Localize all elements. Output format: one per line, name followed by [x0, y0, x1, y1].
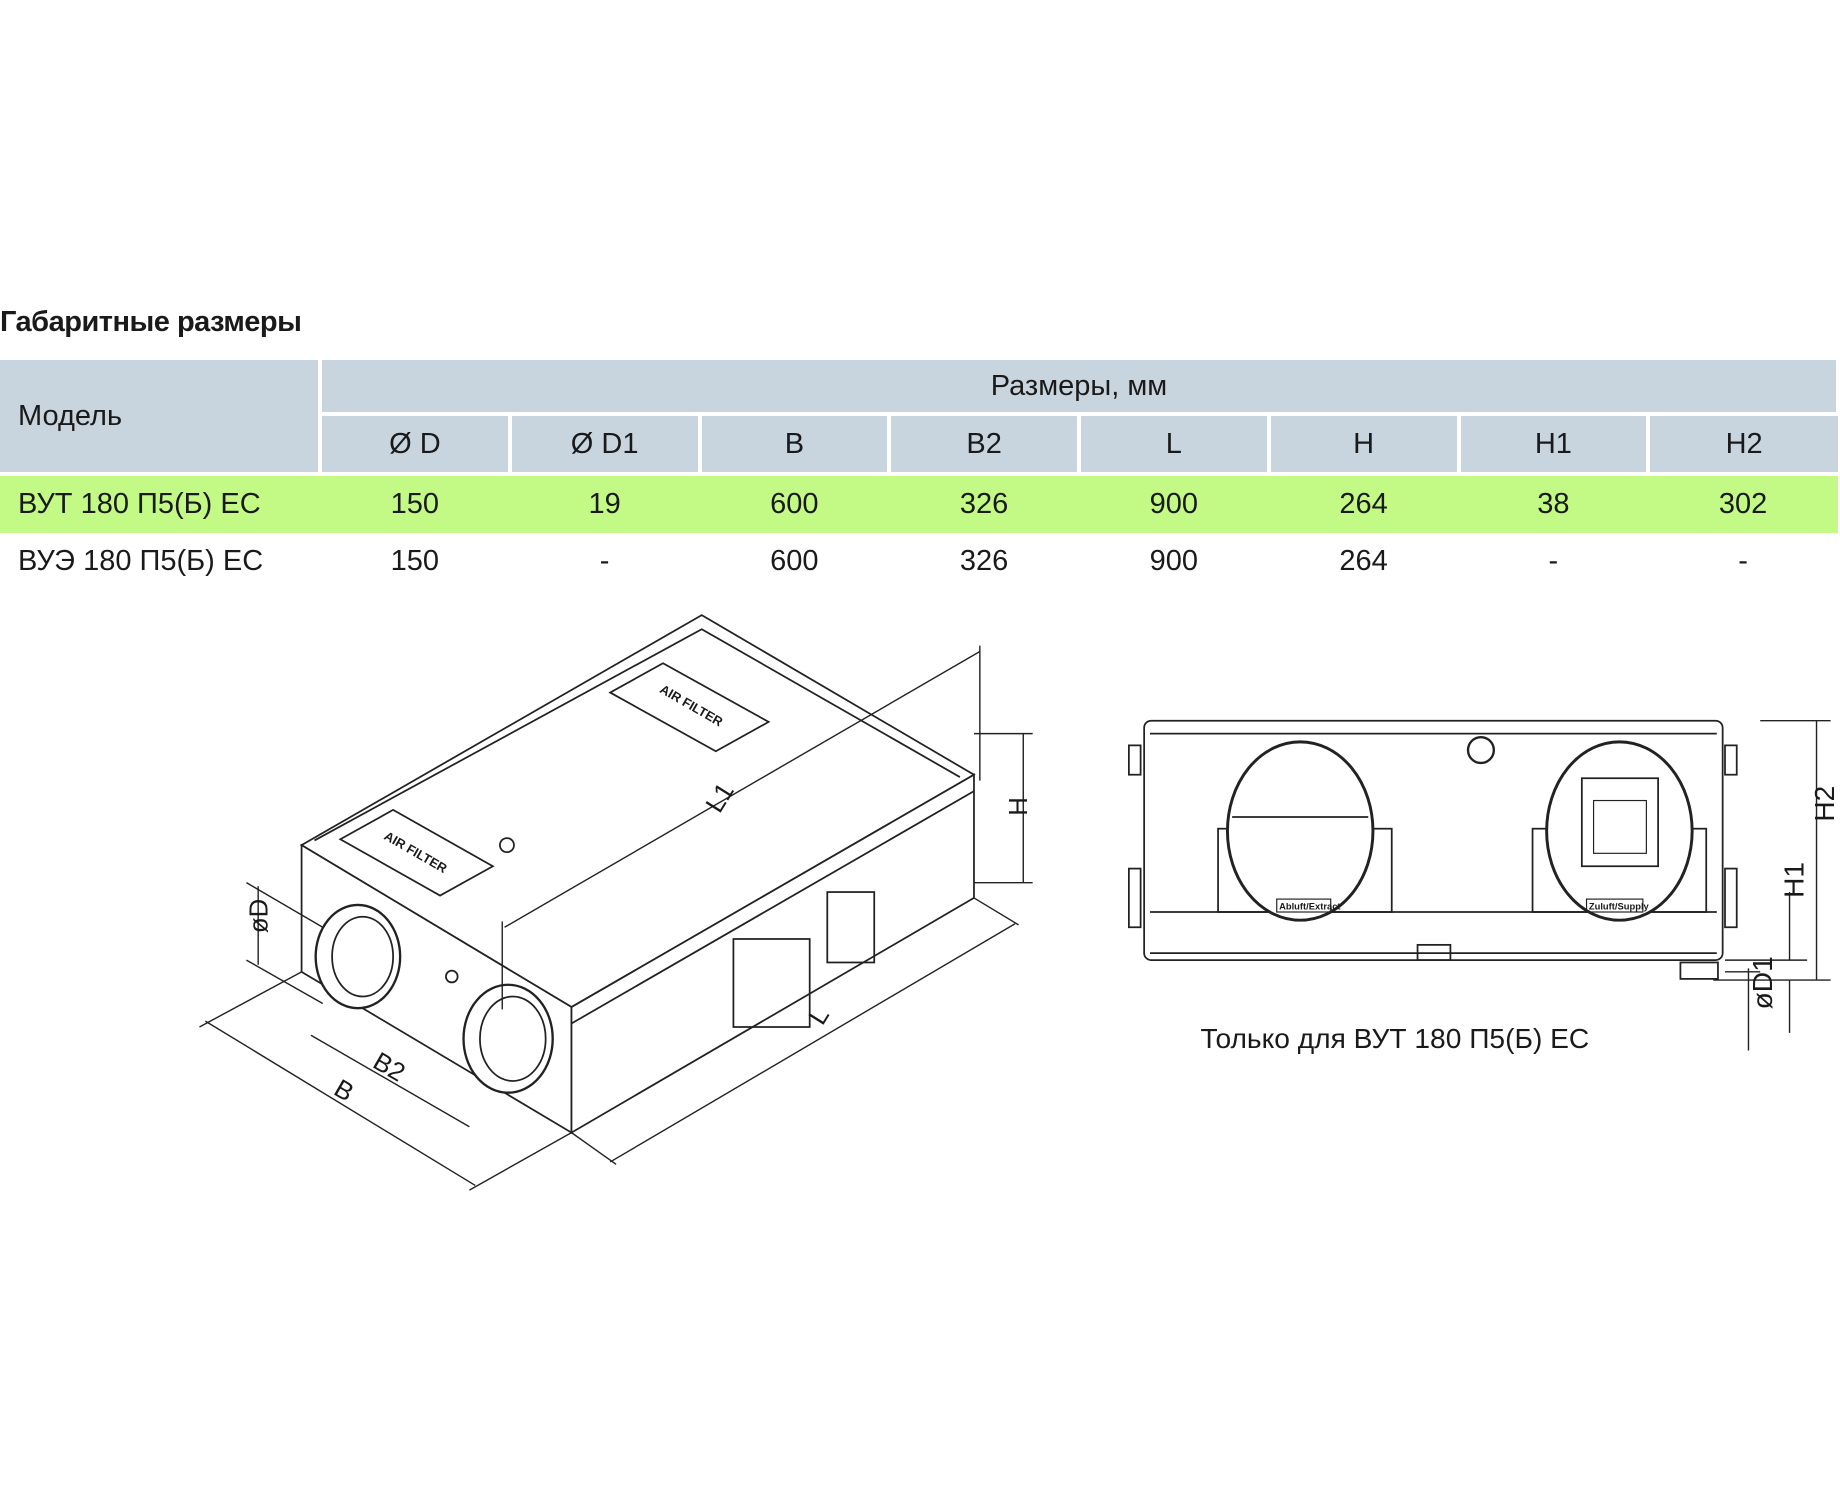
- model-cell: ВУЭ 180 П5(Б) ЕС: [18, 545, 264, 577]
- dim-label-d1: øD1: [1747, 956, 1778, 1009]
- dim-label-l: L: [804, 1003, 835, 1030]
- dim-label-h: H: [1005, 797, 1033, 816]
- cell: -: [1738, 545, 1748, 577]
- cell: 302: [1648, 474, 1838, 533]
- dim-label-h2: H2: [1809, 786, 1840, 822]
- dim-label-b2: B2: [368, 1047, 409, 1087]
- cell: 264: [1268, 474, 1459, 533]
- model-header: Модель: [0, 360, 322, 476]
- front-view: [1127, 719, 1831, 1051]
- dim-label-h1: H1: [1779, 862, 1810, 898]
- cell: 326: [889, 474, 1079, 533]
- table-row: ВУТ 180 П5(Б) ЕС 150 19 600 326 900 264 …: [0, 474, 1838, 533]
- front-view-caption: Только для ВУТ 180 П5(Б) ЕС: [1200, 1023, 1589, 1054]
- cell: 900: [1079, 474, 1269, 533]
- cell: 600: [770, 545, 819, 577]
- cell: 600: [699, 474, 890, 533]
- column-header: H: [1266, 414, 1461, 476]
- air-filter-hatch: [338, 662, 771, 897]
- dimensions-table: Модель Размеры, мм Ø D Ø D1 B B2 L H H1 …: [0, 360, 1840, 590]
- extract-label: Abluft/Extract: [1279, 902, 1340, 912]
- cell: 326: [959, 545, 1009, 577]
- dimensions-group-header: Размеры, мм: [318, 360, 1840, 416]
- column-header: Ø D1: [507, 414, 702, 476]
- front-labels: Abluft/Extract Zuluft/Supply H2 H1 øD1 Т…: [1200, 786, 1840, 1054]
- cell: 19: [509, 474, 700, 533]
- section-title: Габаритные размеры: [0, 306, 302, 338]
- model-cell: ВУТ 180 П5(Б) ЕС: [0, 474, 320, 533]
- column-header: Ø D: [318, 414, 512, 476]
- column-header: B2: [887, 414, 1081, 476]
- cell: 900: [1149, 545, 1199, 577]
- table-row: ВУЭ 180 П5(Б) ЕС 150 - 600 326 900 264 -…: [0, 533, 1838, 590]
- cell: -: [1548, 545, 1559, 577]
- dimension-lines: [199, 645, 1033, 1191]
- isometric-view: [199, 614, 1033, 1191]
- cell: 150: [390, 545, 440, 577]
- supply-label: Zuluft/Supply: [1589, 902, 1650, 912]
- cell: 150: [320, 474, 510, 533]
- cell: 38: [1458, 474, 1649, 533]
- column-header: H1: [1456, 414, 1651, 476]
- cell: 264: [1339, 545, 1388, 577]
- column-header: H2: [1646, 414, 1838, 476]
- column-header: B: [697, 414, 892, 476]
- column-header: L: [1077, 414, 1271, 476]
- dim-label-d: øD: [246, 899, 274, 933]
- dim-label-b: B: [329, 1075, 358, 1108]
- cell: -: [599, 545, 610, 577]
